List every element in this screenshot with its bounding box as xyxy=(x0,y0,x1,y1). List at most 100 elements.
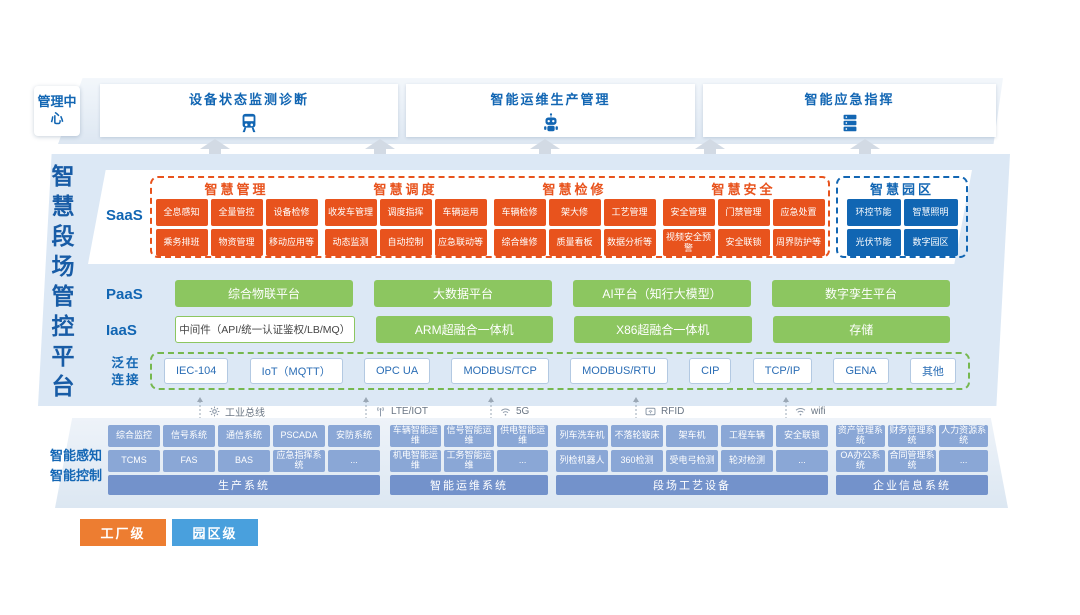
perception-label-line1: 智能感知 xyxy=(50,448,103,463)
system-chip: BAS xyxy=(218,450,270,472)
protocol-chip: OPC UA xyxy=(363,358,431,384)
system-chip: OA办公系统 xyxy=(836,450,885,472)
protocol-chip: GENA xyxy=(833,358,889,384)
perception-label-line2: 智能控制 xyxy=(50,467,103,483)
link-label: 5G xyxy=(516,405,530,417)
saas-item: 车辆运用 xyxy=(434,199,487,226)
antenna-icon xyxy=(377,406,384,416)
saas-group-grid: 收发车管理调度指挥车辆运用动态监测自动控制应急联动等 xyxy=(324,199,487,256)
link-label: 工业总线 xyxy=(225,407,265,419)
category-label: 智能运维系统 xyxy=(390,475,548,495)
train-icon xyxy=(238,110,260,136)
signal-5g-icon xyxy=(501,408,510,416)
saas-item: 物资管理 xyxy=(210,229,263,256)
category-label: 段场工艺设备 xyxy=(556,475,828,495)
up-arrow xyxy=(530,139,560,157)
system-chip: 综合监控 xyxy=(108,425,160,447)
up-arrow xyxy=(200,139,230,157)
category-label: 企业信息系统 xyxy=(836,475,988,495)
saas-group-title: 智慧园区 xyxy=(869,182,934,197)
saas-group-dispatch: 智慧调度 收发车管理调度指挥车辆运用动态监测自动控制应急联动等 xyxy=(321,178,490,256)
link-label: RFID xyxy=(661,405,685,417)
paas-platform-box: AI平台（知行大模型） xyxy=(573,280,751,307)
up-arrow xyxy=(365,139,395,157)
server-icon xyxy=(839,110,861,136)
protocol-chip: MODBUS/RTU xyxy=(570,358,668,384)
iaas-x86-box: X86超融合一体机 xyxy=(574,316,752,343)
saas-item: 智慧照明 xyxy=(903,199,958,226)
saas-item: 全息感知 xyxy=(155,199,208,226)
card-device-status: 设备状态监测诊断 xyxy=(100,84,398,137)
iaas-row: 中间件（API/统一认证鉴权/LB/MQ） ARM超融合一体机 X86超融合一体… xyxy=(175,316,950,343)
iaas-storage-box: 存储 xyxy=(772,316,950,343)
protocol-chip: MODBUS/TCP xyxy=(451,358,549,384)
paas-platform-box: 数字孪生平台 xyxy=(772,280,950,307)
system-chip: 列检机器人 xyxy=(556,450,608,472)
system-chip: 合同管理系统 xyxy=(887,450,937,472)
saas-group-park: 智慧园区 环控节能智慧照明光伏节能数字园区 xyxy=(836,176,968,258)
rfid-icon xyxy=(645,407,656,415)
wifi-icon xyxy=(795,407,806,415)
system-chip: 列车洗车机 xyxy=(556,425,608,447)
saas-group-grid: 全息感知全量管控设备检修乘务排班物资管理移动应用等 xyxy=(155,199,318,256)
robot-icon xyxy=(540,110,562,136)
iaas-middleware-box: 中间件（API/统一认证鉴权/LB/MQ） xyxy=(175,316,355,343)
system-chip: 安全联锁 xyxy=(776,425,828,447)
system-chip: 车辆智能运维 xyxy=(390,425,441,447)
protocol-chip: TCP/IP xyxy=(752,358,813,384)
saas-group-title: 智慧安全 xyxy=(711,182,776,197)
saas-item: 门禁管理 xyxy=(717,199,770,226)
saas-group-grid: 环控节能智慧照明光伏节能数字园区 xyxy=(846,199,958,256)
system-chip: ... xyxy=(939,450,988,472)
paas-platform-box: 大数据平台 xyxy=(374,280,552,307)
saas-group-title: 智慧管理 xyxy=(204,182,269,197)
saas-item: 视频安全预警 xyxy=(662,229,715,256)
card-title: 智能运维生产管理 xyxy=(490,92,611,107)
saas-item: 光伏节能 xyxy=(846,229,901,256)
perception-group-om: 车辆智能运维信号智能运维供电智能运维机电智能运维工务智能运维... 智能运维系统 xyxy=(390,425,548,495)
card-title: 设备状态监测诊断 xyxy=(188,92,309,107)
system-chip: 信号智能运维 xyxy=(443,425,495,447)
protocol-chip: IEC-104 xyxy=(164,358,229,384)
paas-platform-box: 综合物联平台 xyxy=(175,280,353,307)
saas-group-management: 智慧管理 全息感知全量管控设备检修乘务排班物资管理移动应用等 xyxy=(152,178,321,256)
saas-item: 自动控制 xyxy=(379,229,432,256)
card-title: 智能应急指挥 xyxy=(804,92,895,107)
saas-group-grid: 车辆检修架大修工艺管理综合维修质量看板数据分析等 xyxy=(493,199,656,256)
system-chip: 安防系统 xyxy=(328,425,380,447)
saas-item: 动态监测 xyxy=(324,229,377,256)
connection-label-line1: 泛在 xyxy=(111,356,141,370)
system-chip: 资产管理系统 xyxy=(836,425,885,447)
system-chip: ... xyxy=(776,450,828,472)
saas-item: 全量管控 xyxy=(210,199,263,226)
saas-item: 安全管理 xyxy=(662,199,715,226)
system-chip: 不落轮镟床 xyxy=(611,425,663,447)
link-label: wifi xyxy=(811,405,826,417)
iaas-label: IaaS xyxy=(106,322,137,339)
up-arrow xyxy=(695,139,725,157)
saas-item: 安全联锁 xyxy=(717,229,770,256)
saas-item: 周界防护等 xyxy=(772,229,825,256)
saas-group-title: 智慧检修 xyxy=(542,182,607,197)
saas-group-grid: 安全管理门禁管理应急处置视频安全预警安全联锁周界防护等 xyxy=(662,199,825,256)
card-intelligent-om: 智能运维生产管理 xyxy=(406,84,695,137)
saas-item: 架大修 xyxy=(548,199,601,226)
system-chip: 轮对检测 xyxy=(721,450,773,472)
system-chip: 架车机 xyxy=(666,425,718,447)
system-chip: 工程车辆 xyxy=(721,425,773,447)
protocol-chip: 其他 xyxy=(909,358,956,384)
connection-label-line2: 连接 xyxy=(111,372,141,387)
saas-item: 收发车管理 xyxy=(324,199,377,226)
card-emergency-command: 智能应急指挥 xyxy=(703,84,996,137)
system-chip: 信号系统 xyxy=(163,425,215,447)
saas-item: 工艺管理 xyxy=(603,199,656,226)
system-chip: 通信系统 xyxy=(218,425,270,447)
saas-item: 质量看板 xyxy=(548,229,601,256)
legend-factory-level: 工厂级 xyxy=(80,519,166,546)
system-chip: ... xyxy=(328,450,380,472)
saas-item: 调度指挥 xyxy=(379,199,432,226)
